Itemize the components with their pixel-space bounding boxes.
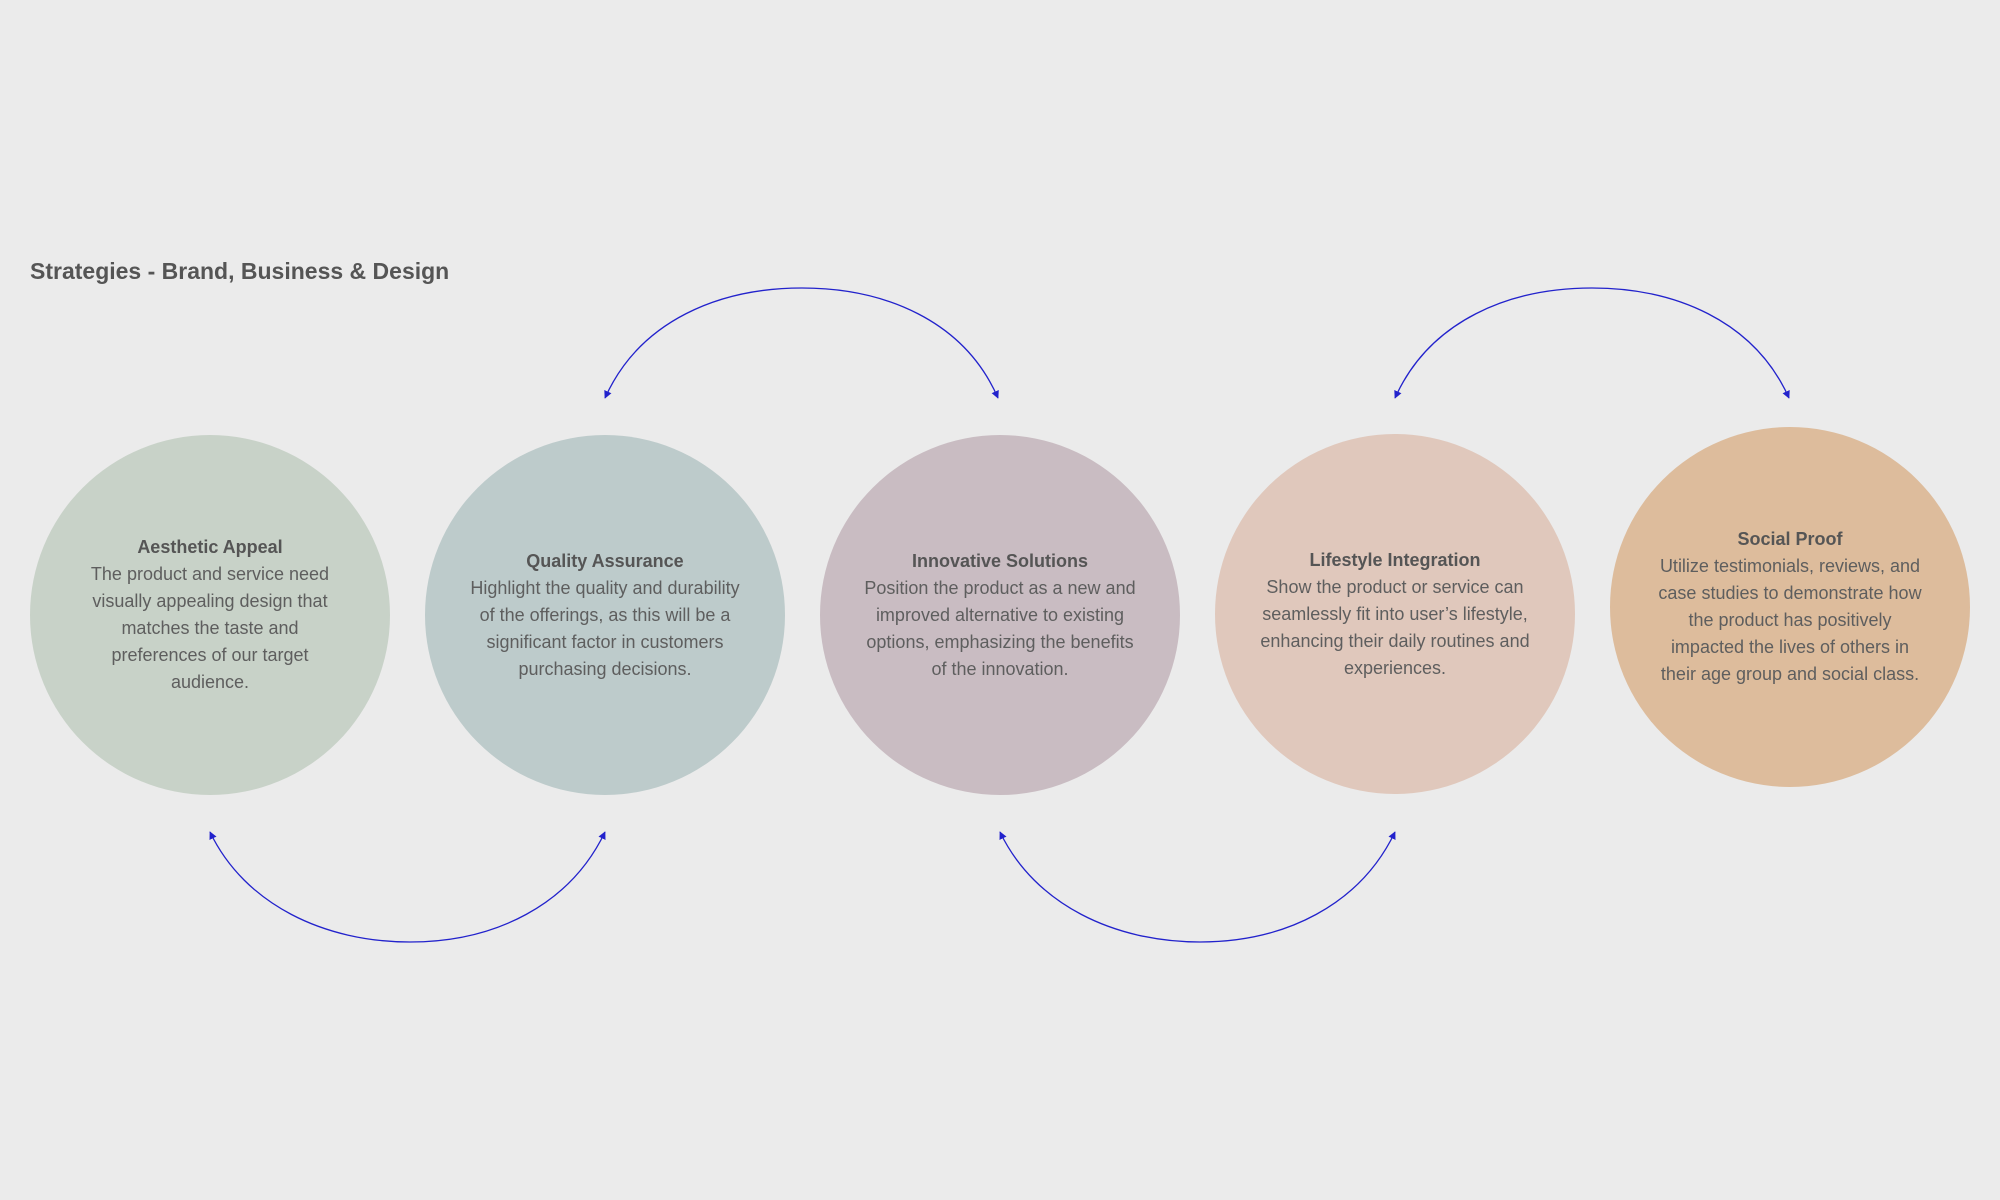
arrow-innovative-to-lifestyle [999,831,1396,943]
node-title: Social Proof [1737,529,1843,549]
node-description: Position the product as a new and improv… [864,577,1136,679]
node-lifestyle-integration: Lifestyle Integration Show the product o… [1215,434,1575,794]
diagram-title: Strategies - Brand, Business & Design [30,258,450,284]
node-description: Utilize testimonials, reviews, and case … [1658,556,1922,684]
node-innovative-solutions: Innovative Solutions Position the produc… [820,435,1180,795]
node-title: Lifestyle Integration [1309,549,1481,570]
node-aesthetic-appeal: Aesthetic Appeal The product and service… [30,435,390,795]
node-social-proof: Social Proof Utilize testimonials, revie… [1610,427,1970,787]
node-description: Highlight the quality and durability of … [470,577,740,679]
node-description: Show the product or service can seamless… [1260,576,1530,678]
arrow-aesthetic-to-quality [209,831,606,943]
arrow-quality-to-innovative [604,287,999,399]
arrow-lifestyle-to-socialproof [1394,287,1790,399]
node-title: Aesthetic Appeal [137,537,283,557]
node-quality-assurance: Quality Assurance Highlight the quality … [425,435,785,795]
node-description: The product and service need visually ap… [90,564,330,692]
node-title: Quality Assurance [526,550,684,571]
node-title: Innovative Solutions [911,550,1089,571]
